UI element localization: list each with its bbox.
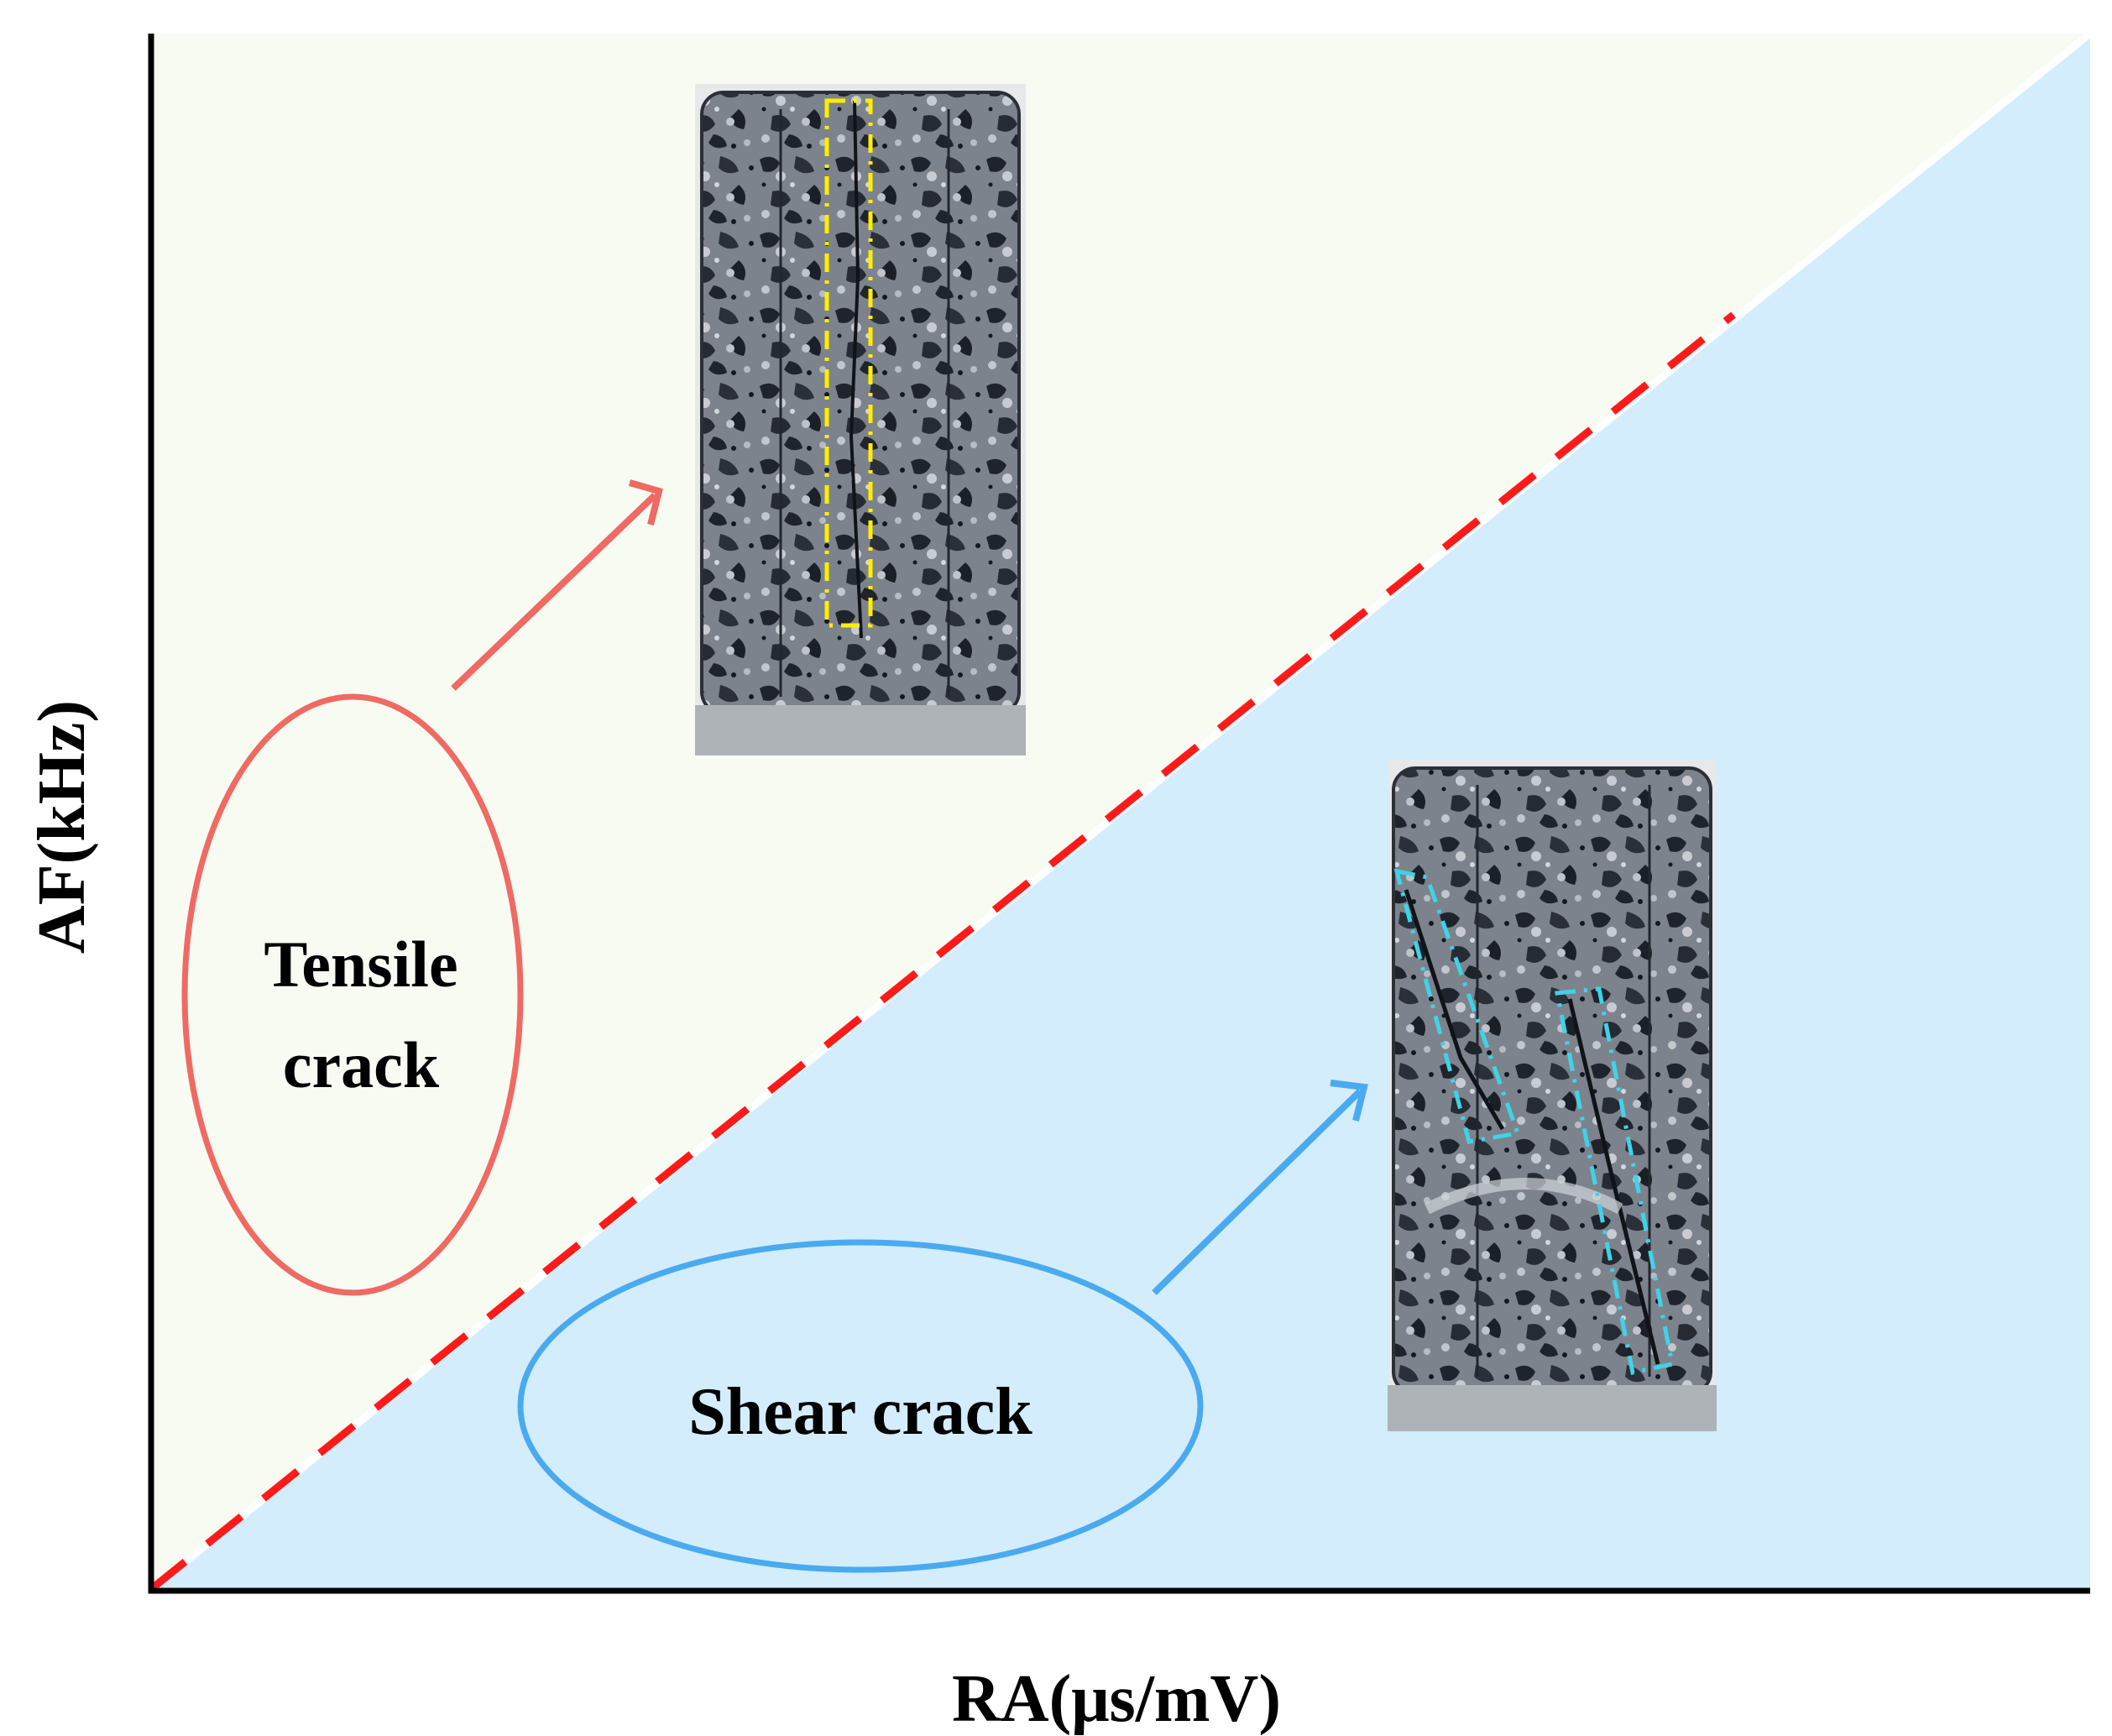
shear-arrow-head <box>1330 1080 1368 1122</box>
tensile-shear-boundary-line <box>149 311 1736 1592</box>
x-axis-label: RA(μs/mV) <box>952 1662 1281 1736</box>
tensile-crack-highlight-box <box>824 98 873 628</box>
tensile-crack-ellipse <box>181 693 524 1296</box>
y-axis-label: AF(kHz) <box>25 700 99 954</box>
shear-crack-label: Shear crack <box>688 1375 1032 1449</box>
tensile-arrow-shaft <box>451 493 657 691</box>
tensile-crack-label-line1: Tensile <box>264 928 457 1001</box>
shear-crack-ellipse <box>517 1239 1204 1573</box>
tensile-arrow-head <box>628 479 663 526</box>
tensile-specimen-photo <box>695 84 1026 756</box>
shear-arrow-shaft <box>1152 1089 1362 1295</box>
shear-crack-highlight-box-right <box>1555 986 1675 1375</box>
shear-specimen-photo <box>1388 760 1717 1431</box>
tensile-crack-label-line2: crack <box>283 1028 440 1101</box>
